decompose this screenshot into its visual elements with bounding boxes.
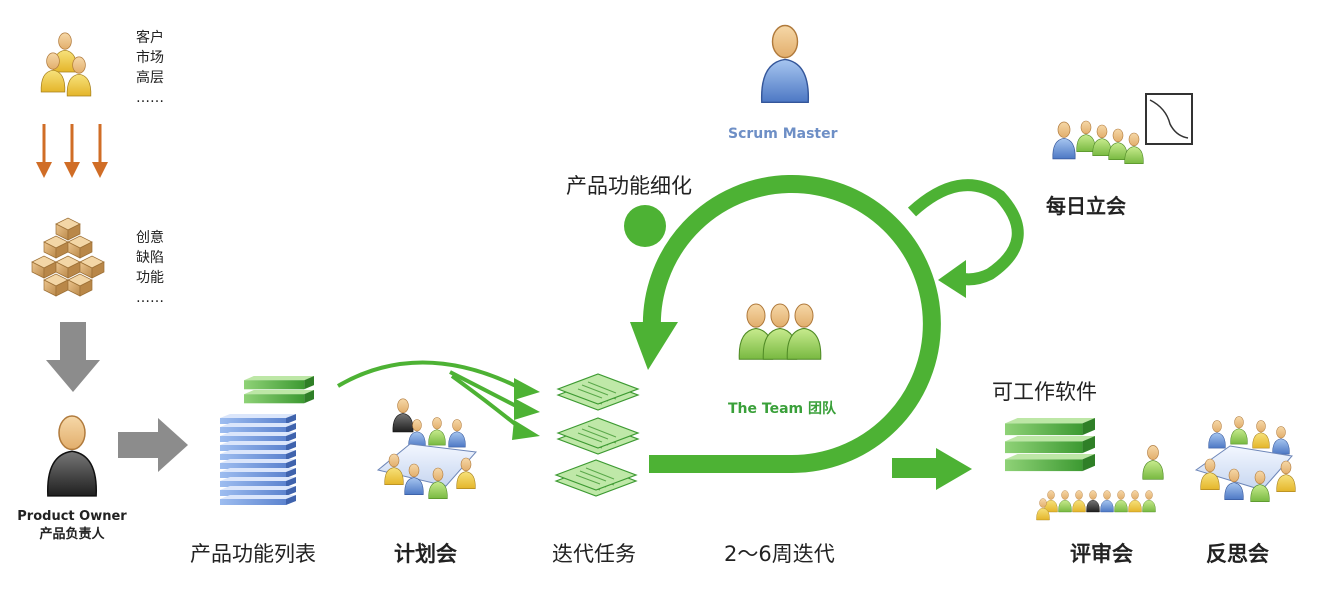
backlog-layer	[220, 463, 286, 469]
backlog-layer	[220, 481, 286, 487]
working-software-label: 可工作软件	[992, 380, 1097, 404]
product-backlog-label: 产品功能列表	[190, 542, 316, 566]
backlog-layer-side	[286, 432, 296, 442]
backlog-layer-side	[286, 414, 296, 424]
stakeholder-line: 市场	[136, 50, 164, 66]
daily-standup-label: 每日立会	[1046, 194, 1126, 218]
down-arrows-icon	[36, 124, 108, 178]
product-owner-role: 产品负责人	[39, 527, 105, 542]
backlog-layer	[220, 445, 286, 451]
selection-arrowheads-icon	[512, 378, 540, 440]
selection-arrows-icon	[336, 360, 522, 430]
backlog-layer-top	[220, 468, 296, 472]
backlog-item-line: ……	[136, 290, 164, 306]
backlog-layer-top	[220, 414, 296, 418]
backlog-layer-side	[286, 486, 296, 496]
backlog-layer-side	[286, 468, 296, 478]
product-owner-name: Product Owner	[17, 509, 127, 524]
retrospective-meeting-icon	[1194, 416, 1296, 503]
backlog-items-list: 创意 缺陷 功能 ……	[136, 228, 164, 308]
planning-label: 计划会	[394, 542, 457, 566]
backlog-layer	[220, 436, 286, 442]
daily-standup-icon	[1052, 120, 1144, 165]
backlog-layer	[220, 427, 286, 433]
sprint-tasks-icon	[555, 373, 639, 497]
daily-loop-icon	[907, 179, 1024, 298]
gray-right-arrow-icon	[118, 418, 188, 472]
backlog-layer-side	[286, 423, 296, 433]
backlog-layer-side	[286, 495, 296, 505]
scrum-master-icon	[760, 24, 810, 104]
sprint-cycle-icon	[624, 175, 941, 474]
backlog-item-line: 创意	[136, 230, 164, 246]
iteration-label: 2～6周迭代	[724, 542, 835, 566]
delivery-arrow-icon	[892, 448, 972, 490]
backlog-layer-top	[220, 432, 296, 436]
backlog-layer-side	[286, 450, 296, 460]
stakeholders-list: 客户 市场 高层 ……	[136, 28, 164, 108]
stakeholder-line: ……	[136, 90, 164, 106]
sprint-tasks-label: 迭代任务	[552, 542, 636, 566]
backlog-layer-top	[220, 450, 296, 454]
backlog-layer	[220, 418, 286, 424]
backlog-layer-top	[220, 486, 296, 490]
team-icon	[738, 303, 822, 360]
stakeholder-line: 客户	[136, 30, 164, 46]
backlog-layer-top	[220, 495, 296, 499]
backlog-item-line: 功能	[136, 270, 164, 286]
backlog-layer	[220, 490, 286, 496]
retrospective-label: 反思会	[1206, 542, 1269, 566]
stakeholder-line: 高层	[136, 70, 164, 86]
backlog-layer	[220, 472, 286, 478]
backlog-layer-top	[220, 477, 296, 481]
working-software-stack-icon	[1005, 418, 1095, 472]
review-label: 评审会	[1070, 542, 1133, 566]
stakeholders-group-icon	[40, 32, 92, 97]
backlog-layer-side	[286, 477, 296, 487]
product-owner-icon	[46, 415, 98, 497]
backlog-layer	[220, 454, 286, 460]
product-backlog-stack-icon	[220, 376, 314, 505]
scrum-master-label: Scrum Master	[728, 126, 838, 142]
burndown-chart-icon	[1145, 93, 1193, 145]
backlog-layer	[220, 499, 286, 505]
backlog-layer-top	[220, 459, 296, 463]
product-owner-label: Product Owner 产品负责人	[10, 508, 134, 544]
backlog-layer-side	[286, 459, 296, 469]
team-label: The Team 团队	[728, 401, 836, 417]
backlog-layer-top	[220, 441, 296, 445]
backlog-layer-top	[220, 423, 296, 427]
refinement-label: 产品功能细化	[566, 174, 692, 198]
gray-down-arrow-icon	[46, 322, 100, 392]
backlog-item-line: 缺陷	[136, 250, 164, 266]
backlog-boxes-icon	[31, 217, 105, 297]
backlog-layer-side	[286, 441, 296, 451]
planning-meeting-icon	[376, 398, 478, 500]
